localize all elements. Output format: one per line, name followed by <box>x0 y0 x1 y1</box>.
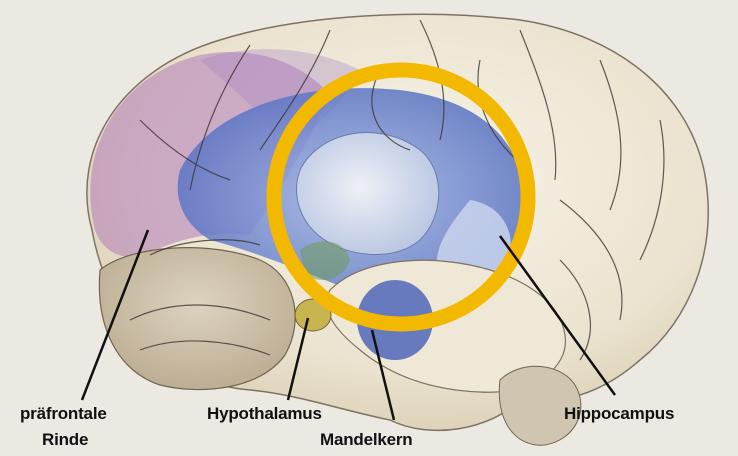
label-prefrontal-line1: präfrontale <box>20 404 107 423</box>
label-amygdala: Mandelkern <box>320 430 412 449</box>
label-prefrontal-line2: Rinde <box>42 430 88 449</box>
label-hippocampus: Hippocampus <box>564 404 674 423</box>
label-hypothalamus: Hypothalamus <box>207 404 322 423</box>
